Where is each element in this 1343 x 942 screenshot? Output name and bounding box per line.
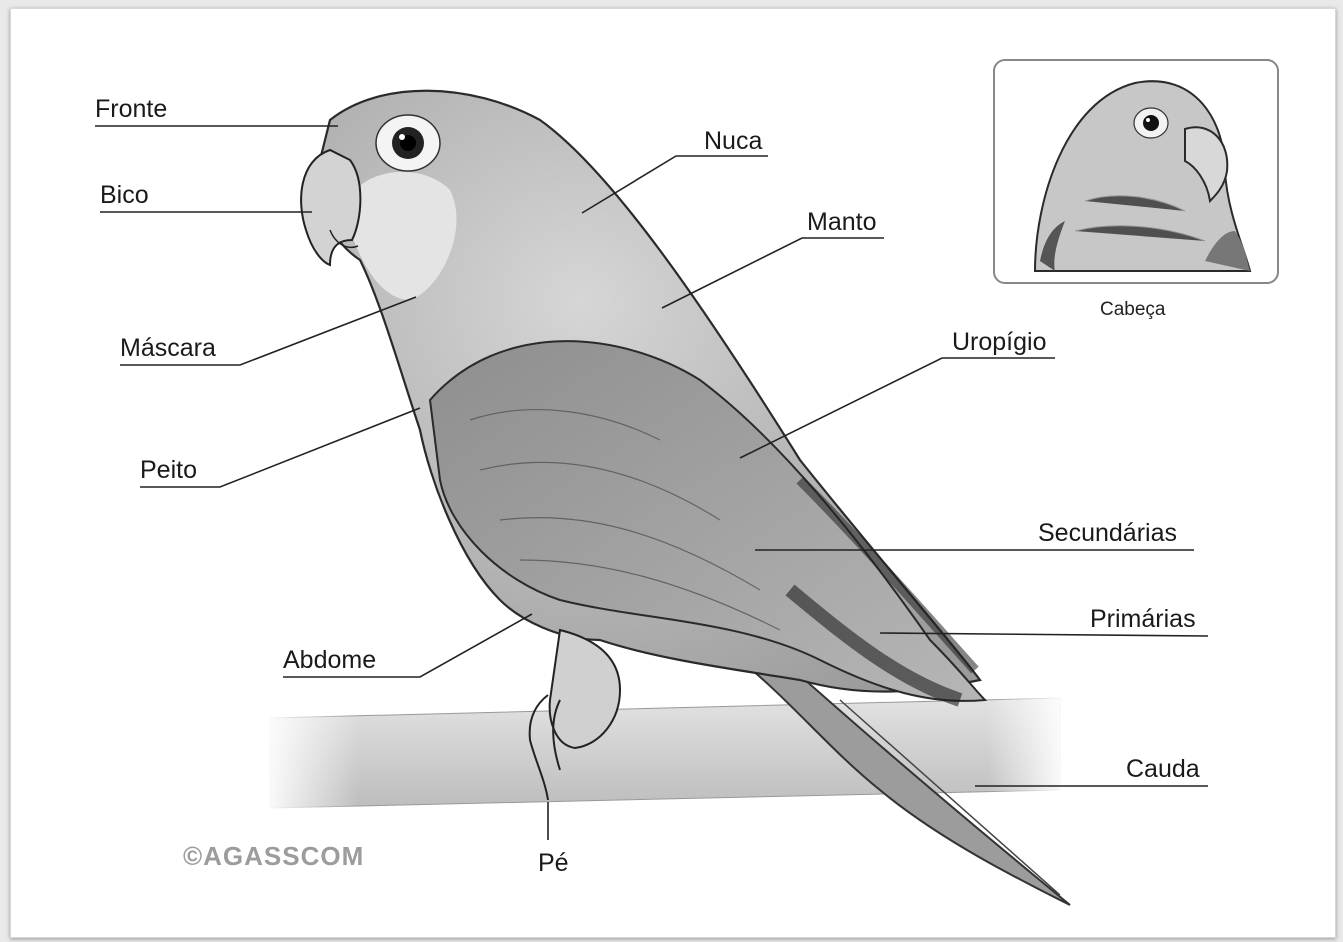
head-inset-illustration [995, 61, 1279, 284]
label-mascara: Máscara [120, 336, 216, 361]
label-fronte: Fronte [95, 97, 167, 122]
label-secundarias: Secundárias [1038, 521, 1177, 546]
label-uropigio: Uropígio [952, 330, 1047, 355]
label-pe: Pé [538, 851, 569, 876]
label-primarias: Primárias [1090, 607, 1196, 632]
label-abdome: Abdome [283, 648, 376, 673]
leader-manto [662, 238, 884, 308]
label-peito: Peito [140, 458, 197, 483]
label-nuca: Nuca [704, 129, 762, 154]
inset-caption: Cabeça [1100, 300, 1166, 319]
head-inset-frame [993, 59, 1279, 284]
label-manto: Manto [807, 210, 876, 235]
watermark: ©AGASSCOM [183, 843, 364, 869]
label-bico: Bico [100, 183, 149, 208]
perch [262, 690, 1068, 815]
label-cauda: Cauda [1126, 757, 1200, 782]
